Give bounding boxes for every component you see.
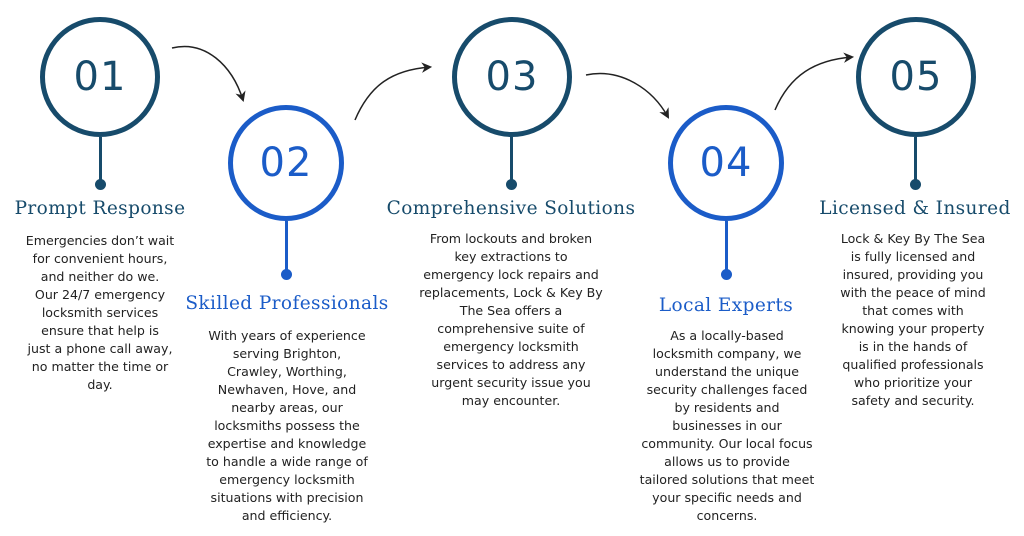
arrow-01-to-02	[171, 45, 246, 103]
step-number-circle: 02	[228, 105, 344, 221]
description-line: emergency locksmith	[219, 472, 355, 487]
description-line: for convenient hours,	[32, 251, 168, 266]
step-number: 01	[73, 54, 127, 100]
description-line: The Sea offers a	[459, 303, 563, 318]
description-line: businesses in our	[672, 418, 782, 433]
description-line: Crawley, Worthing,	[227, 364, 347, 379]
step-number: 04	[699, 140, 753, 186]
description-line: From lockouts and broken	[429, 231, 593, 246]
description-line: urgent security issue you	[431, 375, 591, 390]
step-description: As a locally-based locksmith company, we…	[622, 327, 832, 525]
description-line: is fully licensed and	[850, 249, 976, 264]
connector-dot	[721, 269, 732, 280]
connector-dot	[95, 179, 106, 190]
connector-dot	[506, 179, 517, 190]
step-number-circle: 03	[452, 17, 572, 137]
step-number-circle: 01	[40, 17, 160, 137]
description-line: comprehensive suite of	[437, 321, 585, 336]
description-line: insured, providing you	[842, 267, 984, 282]
description-line: just a phone call away,	[27, 341, 173, 356]
description-line: knowing your property	[841, 321, 985, 336]
connector-dot	[910, 179, 921, 190]
step-description: Emergencies don’t wait for convenient ho…	[0, 232, 200, 394]
description-line: allows us to provide	[664, 454, 790, 469]
connector-stem	[510, 137, 513, 182]
step-title: Skilled Professionals	[185, 293, 389, 314]
description-line: understand the unique	[655, 364, 799, 379]
description-line: with the peace of mind	[840, 285, 986, 300]
step-number: 03	[485, 54, 539, 100]
description-line: may encounter.	[461, 393, 561, 408]
step-number-circle: 05	[856, 17, 976, 137]
description-line: serving Brighton,	[232, 346, 342, 361]
description-line: Emergencies don’t wait	[25, 233, 175, 248]
description-line: community. Our local focus	[641, 436, 813, 451]
description-line: qualified professionals	[842, 357, 984, 372]
arrow-04-to-05	[774, 52, 855, 111]
connector-stem	[99, 137, 102, 182]
step-description: From lockouts and broken key extractions…	[406, 230, 616, 410]
description-line: to handle a wide range of	[206, 454, 368, 469]
description-line: emergency lock repairs and	[423, 267, 599, 282]
description-line: ensure that help is	[41, 323, 159, 338]
arrow-02-to-03	[354, 62, 433, 121]
step-title: Licensed & Insured	[819, 198, 1011, 219]
description-line: expertise and knowledge	[207, 436, 367, 451]
description-line: situations with precision	[210, 490, 364, 505]
description-line: security challenges faced	[646, 382, 808, 397]
arrow-03-to-04	[585, 72, 670, 119]
description-line: by residents and	[674, 400, 780, 415]
description-line: locksmiths possess the	[214, 418, 360, 433]
description-line: With years of experience	[208, 328, 366, 343]
step-title: Local Experts	[658, 295, 794, 316]
step-number: 05	[889, 54, 943, 100]
description-line: and efficiency.	[241, 508, 333, 523]
description-line: concerns.	[696, 508, 758, 523]
description-line: replacements, Lock & Key By	[419, 285, 603, 300]
description-line: Our 24/7 emergency	[34, 287, 166, 302]
description-line: Newhaven, Hove, and	[217, 382, 357, 397]
description-line: services to address any	[436, 357, 586, 372]
description-line: who prioritize your	[853, 375, 973, 390]
description-line: and neither do we.	[40, 269, 160, 284]
connector-dot	[281, 269, 292, 280]
description-line: locksmith services	[41, 305, 159, 320]
description-line: your specific needs and	[652, 490, 802, 505]
description-line: locksmith company, we	[652, 346, 802, 361]
step-title: Comprehensive Solutions	[386, 198, 636, 219]
description-line: day.	[87, 377, 113, 392]
description-line: nearby areas, our	[231, 400, 343, 415]
connector-stem	[725, 221, 728, 273]
step-description: Lock & Key By The Sea is fully licensed …	[813, 230, 1013, 410]
connector-stem	[285, 221, 288, 273]
description-line: that comes with	[862, 303, 964, 318]
description-line: Lock & Key By The Sea	[840, 231, 986, 246]
step-number-circle: 04	[668, 105, 784, 221]
description-line: tailored solutions that meet	[639, 472, 815, 487]
description-line: emergency locksmith	[443, 339, 579, 354]
step-title: Prompt Response	[14, 198, 186, 219]
description-line: As a locally-based	[670, 328, 784, 343]
description-line: safety and security.	[851, 393, 975, 408]
description-line: key extractions to	[454, 249, 568, 264]
connector-stem	[914, 137, 917, 182]
description-line: no matter the time or	[31, 359, 169, 374]
description-line: is in the hands of	[858, 339, 968, 354]
step-description: With years of experience serving Brighto…	[187, 327, 387, 525]
step-number: 02	[259, 140, 313, 186]
